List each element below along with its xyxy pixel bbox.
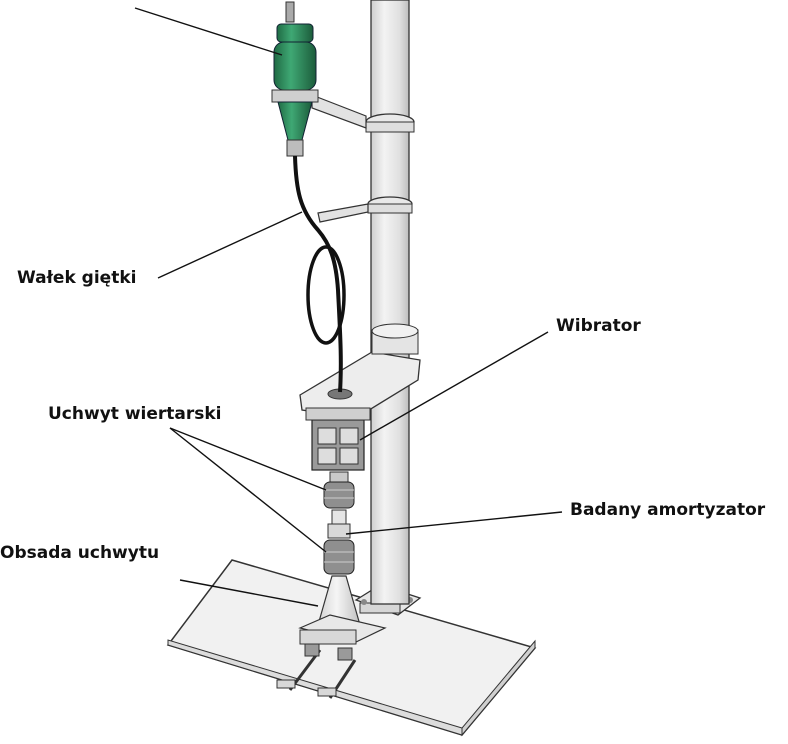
leader-lines <box>134 7 563 607</box>
chuck-holder <box>298 575 387 661</box>
label-vibrator: Wibrator <box>556 316 641 336</box>
label-chuck-holder: Obsada uchwytu <box>0 543 160 563</box>
drive-motor <box>271 1 319 157</box>
label-flex-shaft: Wałek giętki <box>17 268 137 288</box>
vibrator-box <box>305 407 371 471</box>
leader-chuck-upper <box>169 427 327 491</box>
upper-clamp <box>311 94 415 133</box>
flexible-shaft <box>293 155 346 393</box>
leader-chuck-lower <box>169 427 327 553</box>
label-tested-damper: Badany amortyzator <box>570 500 766 520</box>
leader-damper <box>345 511 563 535</box>
leader-flex-shaft <box>157 211 303 279</box>
middle-clamp <box>317 196 413 223</box>
base-rails <box>276 649 357 699</box>
leader-holder <box>179 579 319 607</box>
vibrator-bracket <box>299 323 421 419</box>
leader-motor <box>134 7 283 56</box>
lower-drill-chuck <box>323 539 355 575</box>
label-drill-chuck: Uchwyt wiertarski <box>48 404 222 424</box>
upper-drill-chuck <box>323 471 355 509</box>
vertical-pole <box>370 0 410 605</box>
tested-damper <box>327 509 351 539</box>
leader-vibrator <box>359 331 549 441</box>
